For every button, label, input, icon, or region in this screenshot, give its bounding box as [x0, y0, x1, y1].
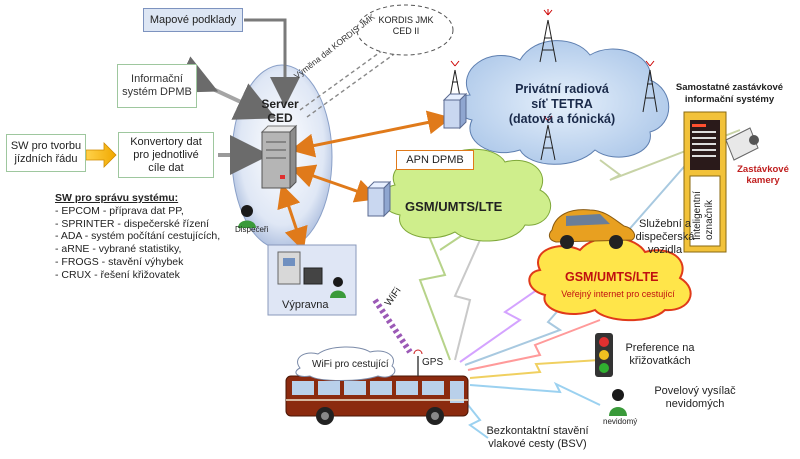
server-line-2: CED: [267, 111, 293, 125]
informacni-system-box: Informační systém DPMB: [117, 64, 197, 108]
informacni-line-2: systém DPMB: [122, 86, 192, 98]
preference-line-1: Preference na: [625, 342, 695, 354]
sw-sprava-item: - ADA - systém počítání cestujících,: [55, 230, 221, 243]
wifi-cestujici-bubble: [295, 346, 396, 381]
gps-label: GPS: [422, 357, 444, 368]
bsv-label: Bezkontaktní stavění vlakové cesty (BSV): [480, 425, 595, 451]
sw-sprava-item: - EPCOM - příprava dat PP,: [55, 204, 184, 217]
preference-line-2: křižovatkách: [629, 355, 691, 367]
dispecer-label: Dispečeři: [235, 225, 269, 234]
arrow-server-vypravna: [277, 183, 308, 252]
arrow-mapove-server: [244, 18, 300, 107]
apn-label: APN DPMB: [406, 153, 464, 166]
mapove-podklady-label: Mapové podklady: [149, 13, 237, 26]
vypravna-label: Výpravna: [282, 299, 329, 311]
arrow-server-kordis: [299, 44, 391, 111]
tetra-line-3: (datová a fónická): [508, 112, 616, 126]
kordis-line-2: CED II: [392, 26, 420, 36]
sw-tvorba-line-1: SW pro tvorbu: [10, 140, 82, 152]
arrow-server-apn: [290, 164, 380, 203]
server-line-1: Server: [261, 97, 299, 111]
zastavkove-kamery-label: Zastávkové kamery: [728, 164, 798, 186]
informacni-line-1: Informační: [131, 73, 183, 85]
arrow-info-server: [173, 56, 277, 120]
mapove-podklady-box: Mapové podklady: [143, 8, 243, 32]
sw-sprava-list: SW pro správu systému: - EPCOM - příprav…: [55, 192, 220, 282]
nevidomy-label: nevidomý: [603, 417, 638, 426]
sw-sprava-title: SW pro správu systému:: [55, 192, 179, 204]
sw-sprava-item: - CRUX - řešení křižovatek: [55, 268, 180, 281]
konvertory-line-3: cíle dat: [148, 161, 184, 174]
traffic-light-icon: [595, 333, 613, 377]
konvertory-line-2: pro jednotlivé: [133, 148, 199, 161]
gsm-label-1: GSM/UMTS/LTE: [405, 199, 503, 214]
sw-tvorba-line-2: jízdních řádu: [14, 153, 78, 165]
tetra-line-2: síť TETRA: [531, 97, 593, 111]
server-icon: [260, 124, 298, 190]
zastavkove-sys-line-1: Samostatné zastávkové: [675, 82, 784, 93]
bsv-line-1: Bezkontaktní stavění: [486, 425, 589, 437]
sluzebni-line-2: dispečerská: [635, 231, 695, 243]
apn-dpmb-box: APN DPMB: [396, 150, 474, 170]
sw-sprava-item: - aRNE - vybrané statistiky,: [55, 243, 182, 256]
tetra-line-1: Privátní radiová: [515, 82, 609, 96]
kamery-line-2: kamery: [746, 175, 780, 186]
zastavkova-kamera-icon: [725, 127, 759, 161]
sw-sprava-item: - SPRINTER - dispečerské řízení: [55, 217, 210, 230]
kordis-ellipse: [356, 4, 454, 56]
sw-tvorba-box: SW pro tvorbu jízdních řádu: [6, 134, 86, 172]
server-label: Server CED: [260, 97, 300, 125]
sluzebni-line-1: Služební a: [639, 218, 691, 230]
sluzebni-line-3: vozidla: [647, 244, 683, 256]
zastavkove-systemy-label: Samostatné zastávkové informační systémy: [662, 82, 797, 106]
bsv-line-2: vlakové cesty (BSV): [488, 438, 587, 450]
bus-icon: [285, 349, 469, 425]
inteligentni-line-2: označník: [704, 199, 715, 240]
dispecer-person-icon: [238, 205, 256, 228]
kordis-line-1: KORDIS JMK: [378, 15, 434, 25]
povelovy-line-1: Povelový vysílač: [654, 385, 736, 397]
tetra-cloud: [455, 40, 670, 165]
tetra-label: Privátní radiová síť TETRA (datová a fón…: [492, 82, 632, 127]
kordis-label: KORDIS JMK CED II: [370, 15, 442, 37]
povelovy-line-2: nevidomých: [665, 398, 725, 410]
apn-server-icon: [366, 180, 392, 218]
vypravna-pc-icon: [277, 251, 346, 298]
nevidomy-person-icon: [609, 389, 627, 416]
arrow-sw-konvertory: [85, 142, 117, 168]
tetra-towers: [447, 9, 658, 161]
zastavkove-sys-line-2: informační systémy: [684, 94, 775, 105]
sluzebni-vozidla-label: Služební a dispečerská vozidla: [630, 218, 700, 257]
povelovy-label: Povelový vysílač nevidomých: [640, 385, 750, 411]
preference-label: Preference na křižovatkách: [620, 342, 700, 368]
verejny-internet-label: Veřejný internet pro cestující: [561, 289, 675, 299]
service-car-icon: [548, 209, 636, 249]
kamery-line-1: Zastávkové: [737, 164, 789, 175]
konvertory-box: Konvertory dat pro jednotlivé cíle dat: [118, 132, 214, 178]
inteligentni-oznacnik-icon: [683, 111, 727, 253]
gsm-cloud-2: [528, 236, 692, 322]
wifi-cestujici-label: WiFi pro cestující: [312, 359, 389, 370]
konvertory-line-1: Konvertory dat: [130, 135, 202, 148]
gsm-label-2: GSM/UMTS/LTE: [565, 270, 659, 284]
tetra-server-icon: [442, 92, 468, 130]
wifi-arrow: [372, 298, 413, 354]
sw-sprava-item: - FROGS - stavění výhybek: [55, 255, 184, 268]
arrow-server-tetra: [290, 110, 452, 158]
